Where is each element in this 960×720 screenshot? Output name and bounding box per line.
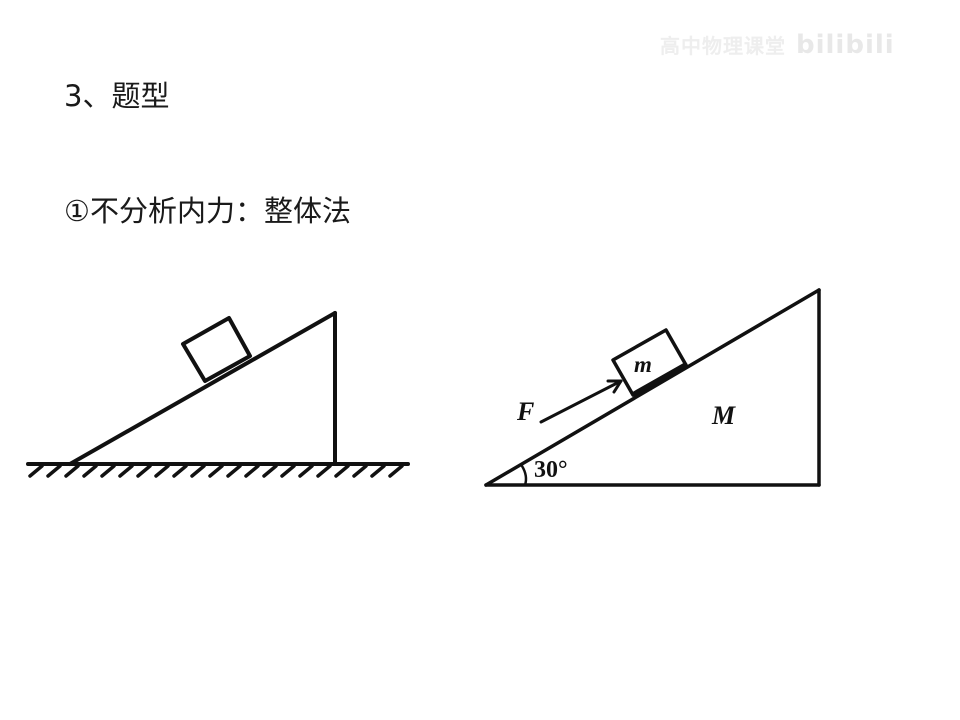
section-heading: 3、题型 <box>64 79 170 113</box>
force-label: F <box>516 397 534 426</box>
bilibili-logo-icon: bilibili <box>796 30 895 60</box>
incline-hypotenuse <box>484 288 821 487</box>
watermark: 高中物理课堂 bilibili <box>660 30 895 60</box>
angle-arc <box>520 464 528 487</box>
ground-hatching <box>28 464 404 478</box>
incline-hypotenuse <box>68 311 337 466</box>
right-incline-diagram <box>484 288 821 487</box>
left-incline-diagram <box>26 311 410 478</box>
method-subheading: ①不分析内力：整体法 <box>64 194 351 228</box>
angle-label: 30° <box>534 457 568 483</box>
contact-surface <box>631 362 688 397</box>
incline-mass-label: M <box>711 401 736 430</box>
watermark-text: 高中物理课堂 <box>660 34 786 58</box>
block-mass-label: m <box>634 352 652 377</box>
force-arrow-icon <box>539 379 623 424</box>
block <box>181 316 252 383</box>
